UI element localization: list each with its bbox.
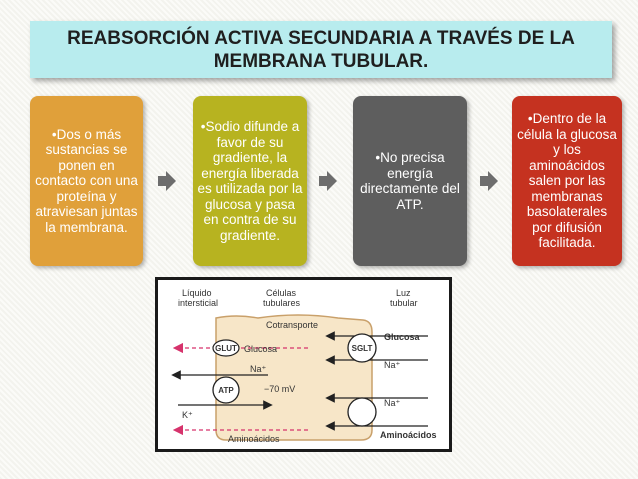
slide-title: REABSORCIÓN ACTIVA SECUNDARIA A TRAVÉS D… <box>67 27 575 72</box>
chevron-right-icon <box>319 171 337 191</box>
tubular-cell <box>215 314 373 441</box>
process-card-2-text: •Sodio difunde a favor de su gradiente, … <box>197 119 303 243</box>
cotransport-label: Cotransporte <box>266 320 318 330</box>
sglt-label: SGLT <box>352 344 373 353</box>
process-card-2: •Sodio difunde a favor de su gradiente, … <box>193 96 307 266</box>
atp-label: ATP <box>218 386 234 395</box>
voltage-label: −70 mV <box>264 384 295 394</box>
atp-pump <box>212 376 240 404</box>
process-card-1: •Dos o más sustancias se ponen en contac… <box>30 96 143 266</box>
na-right-label-1: Na⁺ <box>384 360 401 370</box>
cells-label-line2: tubulares <box>263 298 301 308</box>
aminoacid-cotransporter <box>347 397 377 427</box>
title-banner: REABSORCIÓN ACTIVA SECUNDARIA A TRAVÉS D… <box>30 21 612 78</box>
liquid-label-line1: Líquido <box>182 288 212 298</box>
chevron-right-icon <box>158 171 176 191</box>
cells-label-line1: Células <box>266 288 297 298</box>
process-card-4: •Dentro de la célula la glucosa y los am… <box>512 96 622 266</box>
glut-label: GLUT <box>215 344 237 353</box>
process-card-4-text: •Dentro de la célula la glucosa y los am… <box>517 111 617 251</box>
lumen-label-line1: Luz <box>396 288 411 298</box>
aminoacidos-left-label: Aminoácidos <box>228 434 280 444</box>
sglt-transporter <box>347 333 377 363</box>
process-card-3-text: •No precisa energía directamente del ATP… <box>360 150 460 212</box>
aminoacidos-right-label: Aminoácidos <box>380 430 437 440</box>
na-left-label: Na⁺ <box>250 364 267 374</box>
potassium-label: K⁺ <box>182 410 193 420</box>
cotransport-figure: Líquido intersticial Células tubulares L… <box>155 277 452 452</box>
glucosa-right-label: Glucosa <box>384 332 421 342</box>
lumen-label-line2: tubular <box>390 298 418 308</box>
process-card-1-text: •Dos o más sustancias se ponen en contac… <box>35 126 138 235</box>
liquid-label-line2: intersticial <box>178 298 218 308</box>
glucosa-left-label: Glucosa <box>244 344 277 354</box>
glut-transporter <box>212 339 240 357</box>
process-card-3: •No precisa energía directamente del ATP… <box>353 96 467 266</box>
na-right-label-2: Na⁺ <box>384 398 401 408</box>
chevron-right-icon <box>480 171 498 191</box>
cotransport-diagram: Líquido intersticial Células tubulares L… <box>171 288 437 444</box>
